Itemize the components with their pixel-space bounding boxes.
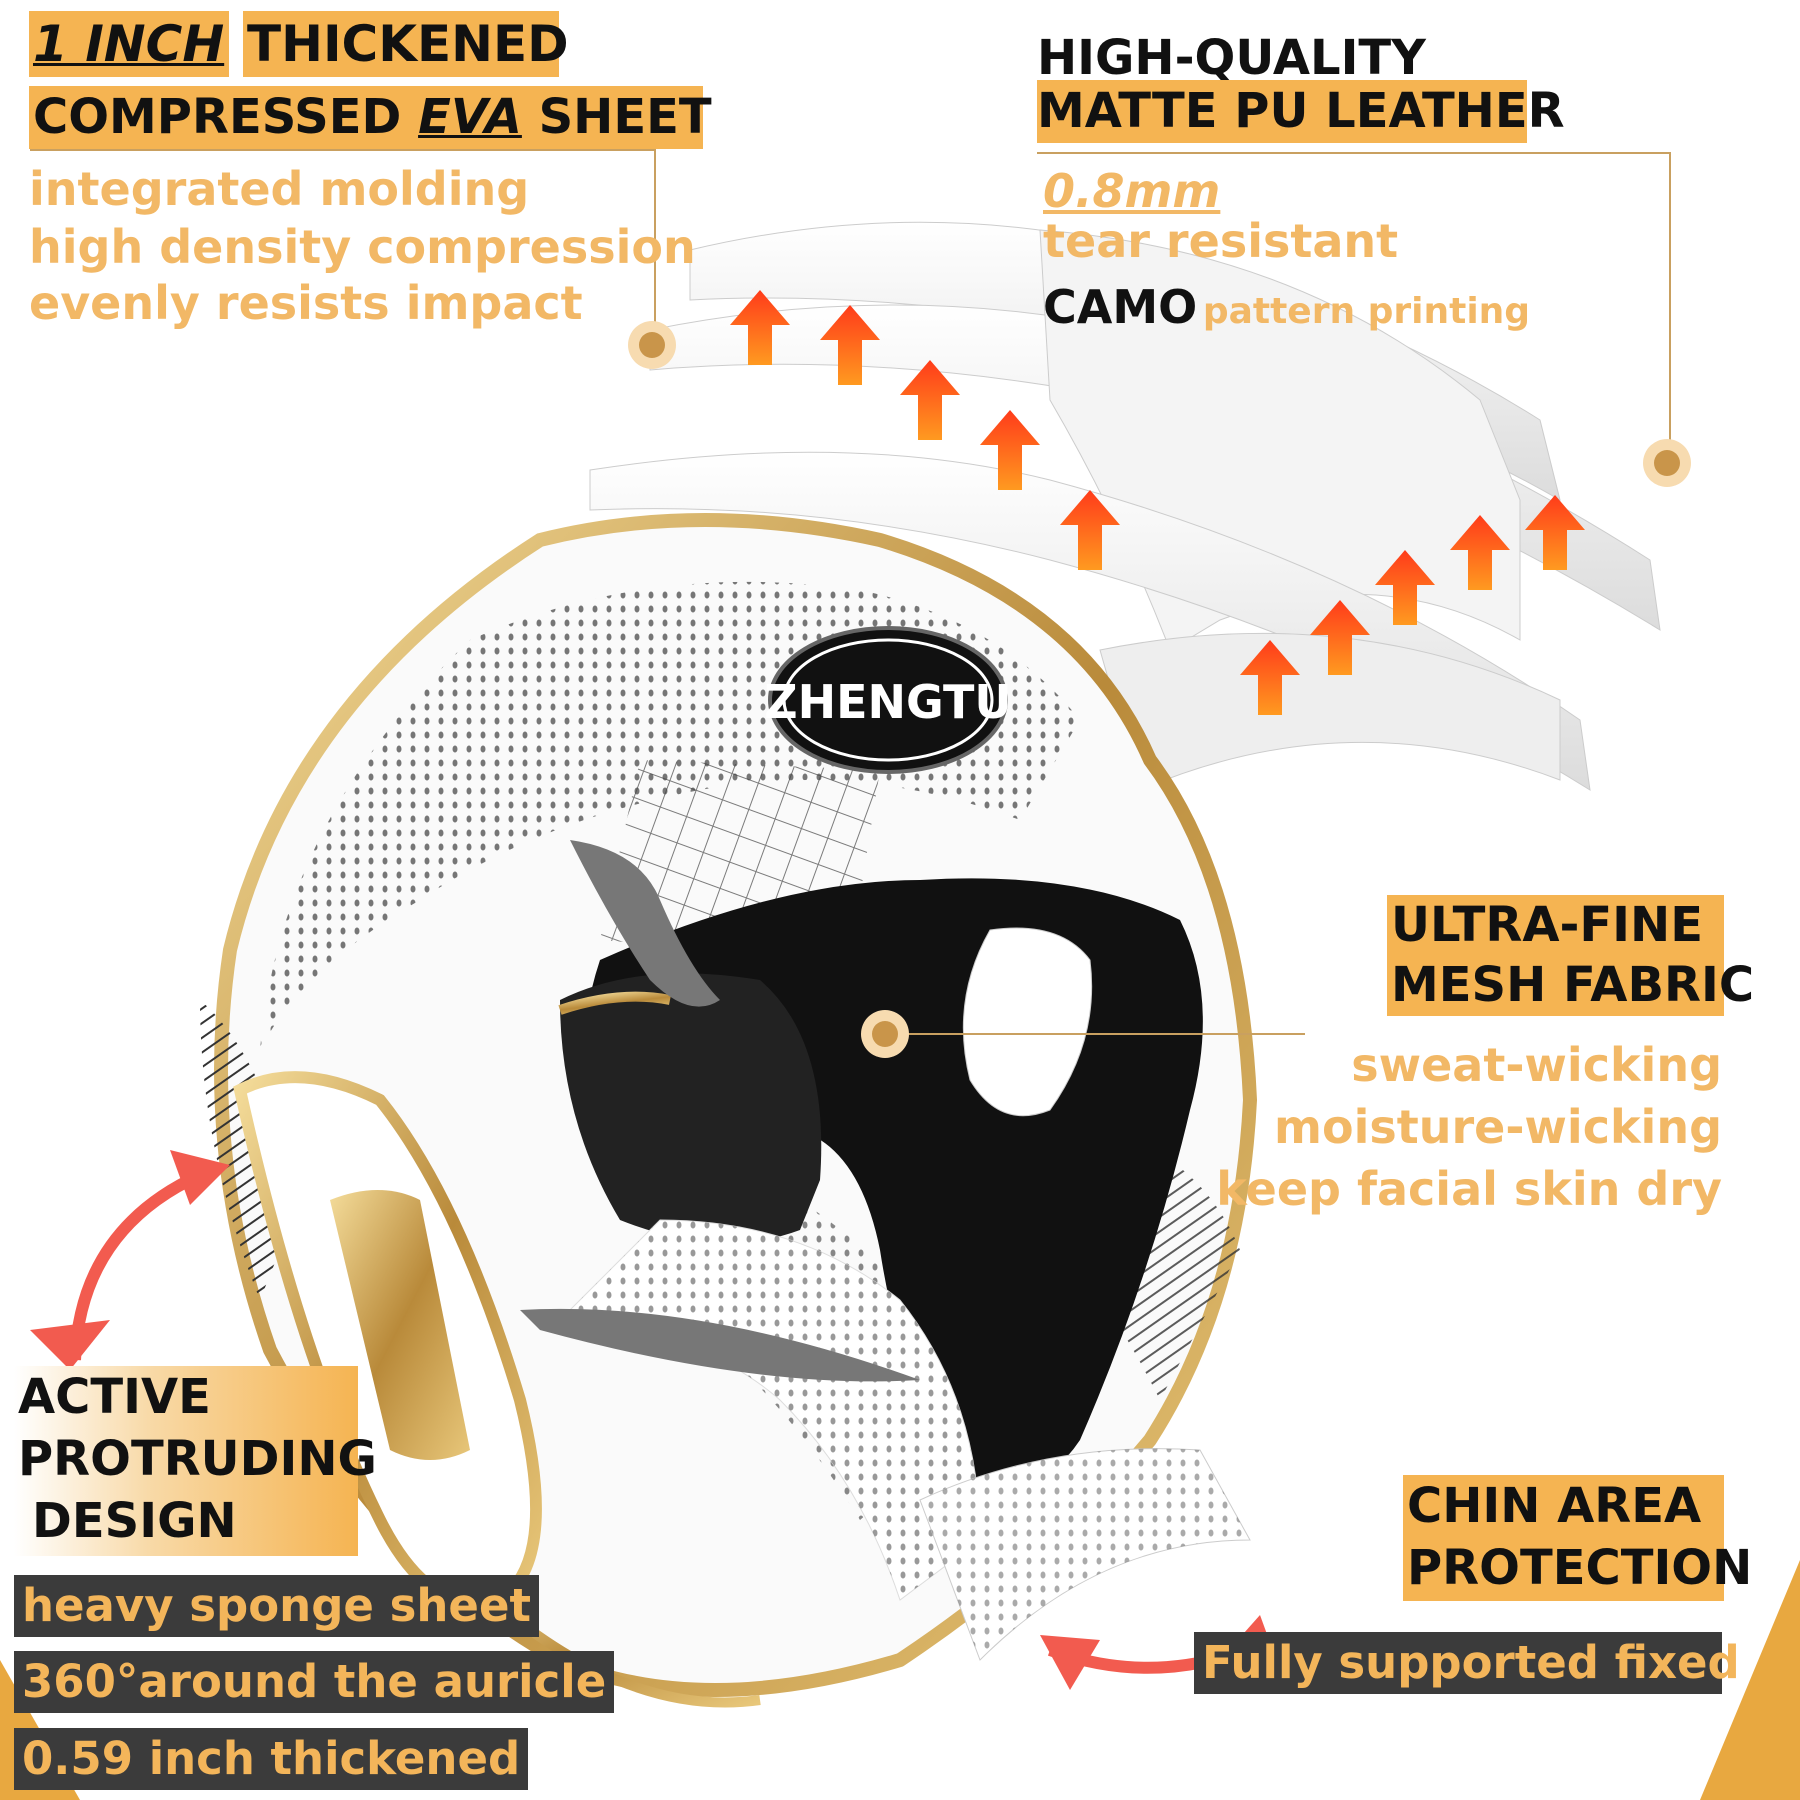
leather-thickness: 0.8mm bbox=[1043, 164, 1221, 218]
leather-title-line1: HIGH-QUALITY bbox=[1037, 30, 1426, 86]
eva-feature: evenly resists impact bbox=[29, 276, 583, 330]
eva-inch-label: 1 INCH bbox=[29, 11, 229, 77]
eva-thickened-label: THICKENED bbox=[243, 11, 569, 77]
pressure-arrows bbox=[730, 290, 1585, 715]
mesh-feature: moisture-wicking bbox=[1274, 1100, 1722, 1154]
brand-logo-text: ZHENGTU bbox=[764, 675, 1011, 729]
protruding-title: ACTIVE PROTRUDING DESIGN bbox=[14, 1366, 377, 1556]
protruding-feature: 0.59 inch thickened bbox=[14, 1728, 529, 1790]
protruding-feature: 360°around the auricle bbox=[14, 1651, 615, 1713]
leather-feature: tear resistant bbox=[1043, 214, 1399, 268]
eva-title: COMPRESSED EVA SHEET bbox=[29, 86, 712, 149]
leather-camo-line: CAMO pattern printing bbox=[1043, 280, 1531, 334]
mesh-feature: sweat-wicking bbox=[1351, 1038, 1722, 1092]
mesh-feature: keep facial skin dry bbox=[1216, 1162, 1722, 1216]
eva-feature: high density compression bbox=[29, 220, 696, 274]
brand-logo-badge: ZHENGTU bbox=[764, 626, 1012, 774]
protruding-feature: heavy sponge sheet bbox=[14, 1575, 539, 1637]
eva-feature: integrated molding bbox=[29, 162, 530, 216]
corner-accent-right bbox=[1700, 1560, 1800, 1800]
callout-dots bbox=[628, 321, 1691, 1058]
corner-accent-left bbox=[0, 1500, 80, 1800]
chin-feature: Fully supported fixed bbox=[1194, 1632, 1740, 1694]
callout-lines bbox=[30, 149, 1671, 1035]
leather-title-line2: MATTE PU LEATHER bbox=[1037, 80, 1565, 143]
